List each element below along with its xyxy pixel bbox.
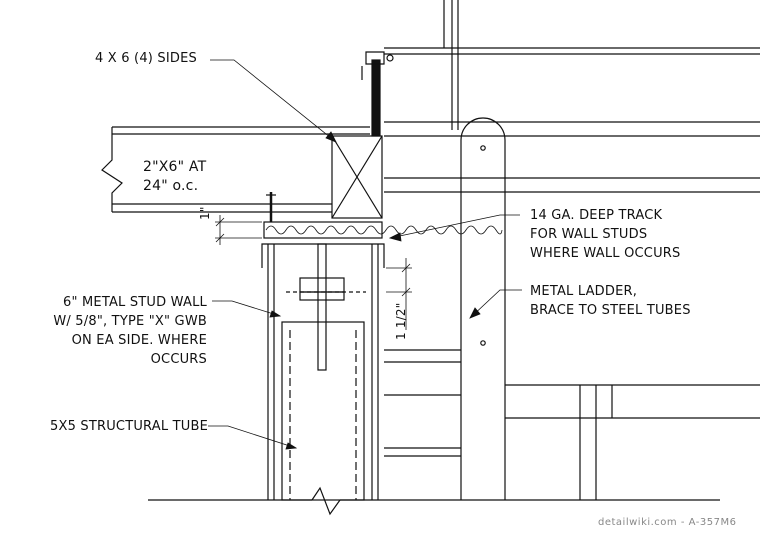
label-stud-line4: OCCURS (150, 352, 207, 367)
ladder-rungs (384, 349, 461, 457)
fascia-flashing (361, 51, 394, 137)
fastener (266, 192, 276, 222)
structural-tube (281, 321, 365, 501)
watermark: detailwiki.com - A-357M6 (598, 517, 736, 528)
ground-line (148, 486, 720, 516)
label-stud-line1: 6" METAL STUD WALL (63, 295, 207, 310)
dimension-one-inch-text: 1" (198, 206, 212, 220)
label-track: 14 GA. DEEP TRACK FOR WALL STUDS WHERE W… (530, 206, 680, 263)
label-joist-line1: 2"X6" AT (143, 159, 207, 175)
leader-ladder (469, 289, 522, 319)
label-track-line3: WHERE WALL OCCURS (530, 246, 681, 261)
watermark-text: detailwiki.com - A-357M6 (598, 517, 737, 528)
anchor-bolt (286, 243, 366, 371)
label-sides-text: 4 X 6 (4) SIDES (95, 51, 197, 66)
label-joist-line2: 24" o.c. (143, 178, 199, 194)
dimension-one-half (386, 258, 412, 330)
label-joist: 2"X6" AT 24" o.c. (143, 158, 206, 196)
upper-posts (443, 0, 459, 130)
label-sides: 4 X 6 (4) SIDES (95, 49, 197, 68)
floor-joist (101, 126, 370, 213)
label-track-line2: FOR WALL STUDS (530, 227, 648, 242)
label-stud-line2: W/ 5/8", TYPE "X" GWB (53, 314, 207, 329)
ladder-rail (460, 117, 760, 500)
leader-track (388, 214, 520, 242)
label-stud: 6" METAL STUD WALL W/ 5/8", TYPE "X" GWB… (53, 293, 207, 369)
leader-sides (210, 59, 337, 143)
dimension-one-half-text: 1 1/2" (394, 302, 408, 340)
label-ladder: METAL LADDER, BRACE TO STEEL TUBES (530, 282, 691, 320)
dimension-one-half-label: 1 1/2" (392, 303, 411, 340)
leader-tube (208, 425, 298, 450)
label-tube: 5X5 STRUCTURAL TUBE (50, 417, 208, 436)
deep-track (261, 243, 385, 500)
leader-stud (212, 300, 282, 318)
dimension-one-inch-label: 1" (196, 206, 215, 220)
label-tube-text: 5X5 STRUCTURAL TUBE (50, 419, 209, 434)
insulation-band (263, 221, 503, 239)
wood-block (331, 135, 383, 219)
label-track-line1: 14 GA. DEEP TRACK (530, 208, 663, 223)
label-ladder-line2: BRACE TO STEEL TUBES (530, 303, 691, 318)
label-ladder-line1: METAL LADDER, (530, 284, 638, 299)
label-stud-line3: ON EA SIDE. WHERE (71, 333, 207, 348)
upper-beams (384, 47, 760, 193)
dimension-one-inch (215, 215, 262, 245)
